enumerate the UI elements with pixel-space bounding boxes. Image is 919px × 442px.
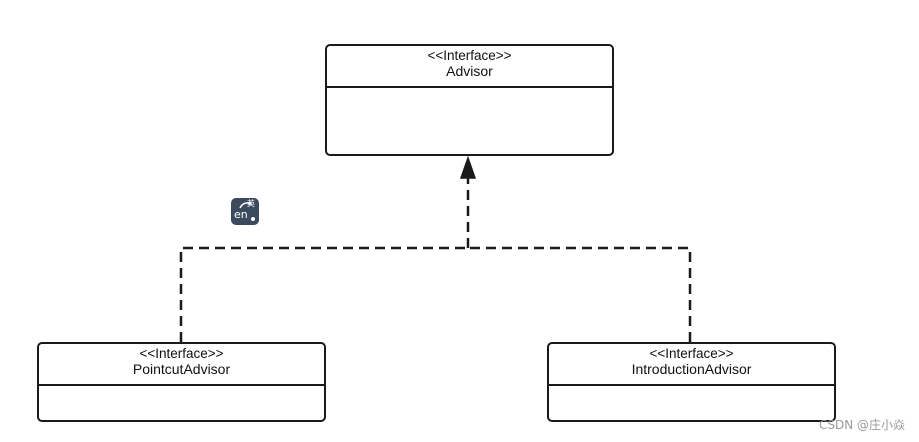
translate-icon[interactable]: en 英 (231, 198, 259, 225)
inheritance-arrowhead (459, 155, 477, 179)
csdn-watermark: CSDN @庄小焱 (818, 418, 905, 432)
pointcut-advisor-name: PointcutAdvisor (132, 361, 231, 377)
introduction-advisor-interface-box[interactable]: <<Interface>> IntroductionAdvisor (547, 342, 836, 422)
introduction-advisor-name: IntroductionAdvisor (631, 361, 752, 377)
translate-arrows-icon (239, 201, 255, 221)
connector-pointcut-to-advisor (179, 246, 468, 342)
pointcut-advisor-interface-box[interactable]: <<Interface>> PointcutAdvisor (37, 342, 326, 422)
introduction-advisor-stereotype: <<Interface>> (649, 346, 734, 361)
connector-introduction-to-advisor (468, 246, 692, 342)
advisor-stereotype: <<Interface>> (427, 48, 512, 63)
translate-en-label: en (234, 208, 248, 221)
advisor-interface-box[interactable]: <<Interface>> Advisor (325, 44, 614, 156)
advisor-header: <<Interface>> Advisor (327, 46, 612, 88)
translate-zh-label: 英 (247, 199, 255, 208)
pointcut-advisor-stereotype: <<Interface>> (139, 346, 224, 361)
introduction-advisor-header: <<Interface>> IntroductionAdvisor (549, 344, 834, 386)
advisor-name: Advisor (446, 63, 493, 79)
pointcut-advisor-header: <<Interface>> PointcutAdvisor (39, 344, 324, 386)
